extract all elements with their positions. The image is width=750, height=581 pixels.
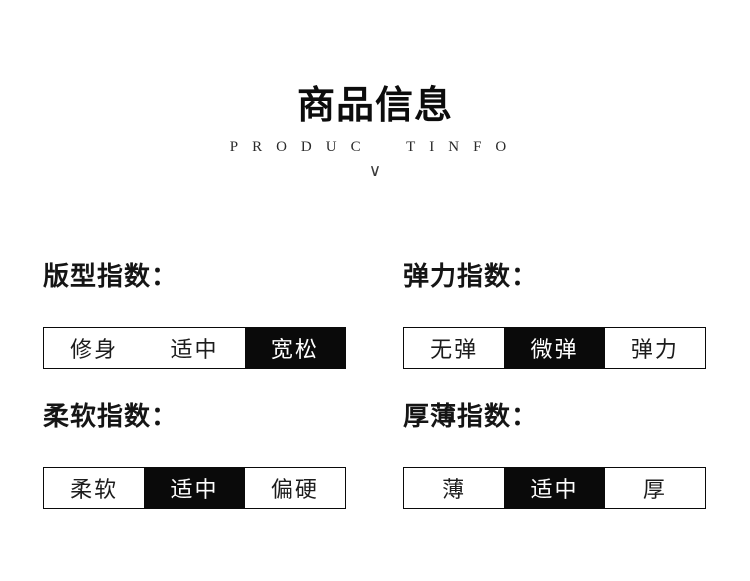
index-option: 柔软	[70, 477, 119, 502]
stretch-index-label: 弹力指数：	[403, 261, 539, 291]
thickness-index-bar: 薄 适中 厚	[403, 467, 706, 509]
index-option: 厚	[642, 477, 667, 502]
fit-index-bar: 修身 适中 宽松	[43, 327, 346, 369]
header: 商品信息 PRODUC TINFO ∨	[0, 0, 750, 181]
softness-index-bar: 柔软 适中 偏硬	[43, 467, 346, 509]
softness-index-label: 柔软指数：	[43, 401, 179, 431]
index-option: 宽松	[244, 328, 345, 368]
stretch-index-bar: 无弹 微弹 弹力	[403, 327, 706, 369]
index-option: 适中	[144, 468, 245, 508]
page-subtitle: PRODUC TINFO	[229, 139, 521, 155]
index-grid: 版型指数： 修身 适中 宽松 弹力指数： 无弹 微弹 弹力 柔软指数： 柔软 适…	[43, 261, 707, 509]
index-option: 修身	[70, 337, 119, 362]
thickness-index-label: 厚薄指数：	[403, 401, 539, 431]
index-option: 偏硬	[270, 477, 319, 502]
index-option: 弹力	[630, 337, 679, 362]
section-thickness-index: 厚薄指数： 薄 适中 厚	[403, 401, 706, 509]
section-softness-index: 柔软指数： 柔软 适中 偏硬	[43, 401, 346, 509]
fit-index-label: 版型指数：	[43, 261, 179, 291]
index-option: 无弹	[430, 337, 479, 362]
section-stretch-index: 弹力指数： 无弹 微弹 弹力	[403, 261, 706, 369]
chevron-down-icon: ∨	[368, 161, 382, 181]
index-option: 薄	[442, 477, 467, 502]
section-fit-index: 版型指数： 修身 适中 宽松	[43, 261, 346, 369]
index-option: 适中	[504, 468, 605, 508]
index-option: 适中	[170, 337, 219, 362]
index-option: 微弹	[504, 328, 605, 368]
page-title: 商品信息	[296, 85, 453, 127]
